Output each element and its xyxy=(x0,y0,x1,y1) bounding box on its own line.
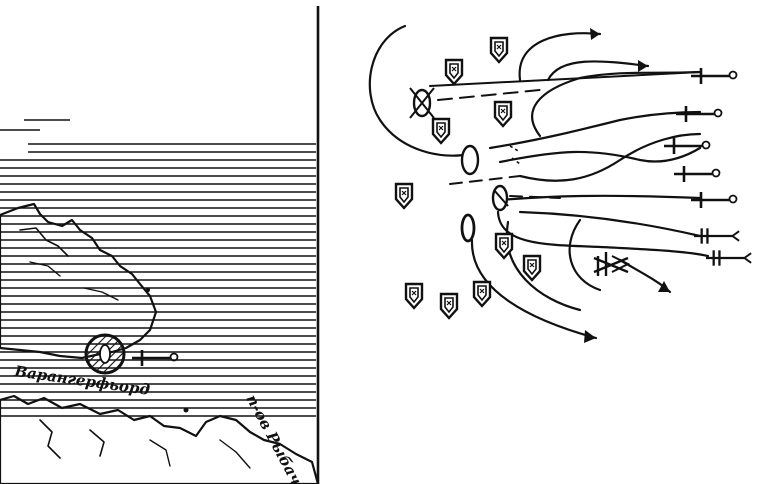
sea-hatching xyxy=(0,119,316,417)
torpedo-boats xyxy=(664,66,738,210)
aircraft-icon xyxy=(706,249,753,267)
hit-ships xyxy=(409,87,521,243)
torpedo-boat-icon xyxy=(664,136,711,156)
shield-icon xyxy=(493,100,513,128)
torpedo-boat-icon xyxy=(690,190,738,210)
shield-icon xyxy=(489,36,509,64)
island-dot xyxy=(146,288,150,292)
shield-icon xyxy=(522,254,542,282)
aircraft-icon xyxy=(694,227,741,245)
shield-icon xyxy=(404,282,424,310)
arrowheads xyxy=(584,28,670,343)
shield-icon xyxy=(444,58,464,86)
torpedo-boat-icon xyxy=(674,164,721,184)
island-dot xyxy=(183,407,189,413)
shield-icon xyxy=(394,182,414,210)
aircraft-units xyxy=(694,227,753,267)
enemy-convoy xyxy=(394,36,542,320)
shield-icon xyxy=(472,280,492,308)
torpedo-boat-icon xyxy=(690,66,738,86)
coastline xyxy=(0,202,320,484)
shield-icon xyxy=(431,117,451,145)
convoy-area-marker xyxy=(84,333,126,375)
shield-icon xyxy=(439,292,459,320)
crossed-marker xyxy=(593,252,631,276)
torpedo-boat-icon xyxy=(676,104,723,124)
peninsula-label: п-ов Рыбачий xyxy=(242,391,315,484)
